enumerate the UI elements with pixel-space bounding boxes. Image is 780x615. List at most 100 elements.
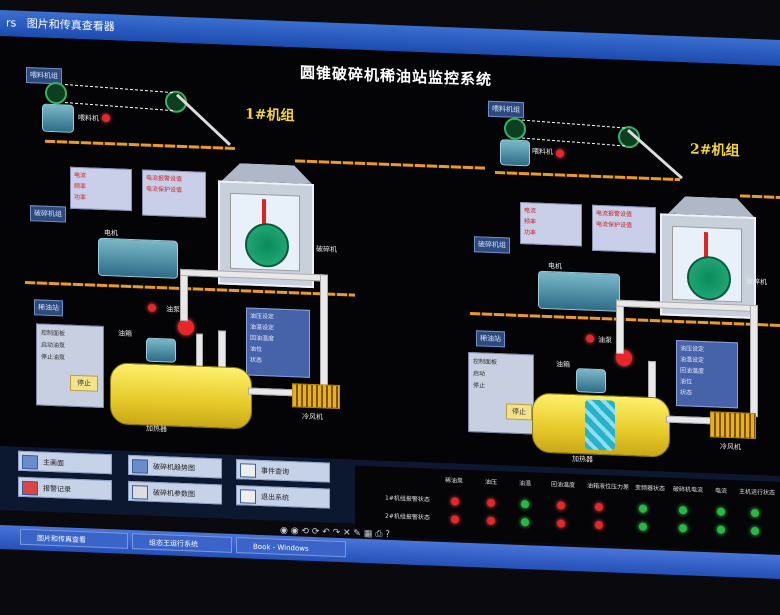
status-indicator	[451, 497, 459, 506]
unit1-motor-label: 电机	[104, 228, 118, 238]
status-indicator	[717, 525, 725, 534]
panel-label: 功率	[74, 193, 87, 202]
crusher-params-label: 破碎机参数图	[153, 488, 195, 499]
chart-icon	[132, 459, 148, 474]
alarm-record-label: 报警记录	[43, 484, 71, 494]
status-indicator	[487, 498, 495, 508]
unit1-heater-label: 加热器	[146, 424, 167, 434]
panel-label: 频率	[74, 182, 87, 191]
unit2-motor-label: 电机	[548, 262, 562, 271]
main-screen-button[interactable]: 主画面	[18, 450, 112, 475]
unit2-feeder-status	[556, 149, 564, 158]
unit1-electric-panel: 电流 频率 功率	[70, 166, 132, 212]
hmi-canvas: 圆锥破碎机稀油站监控系统 1#机组 喂料机组 破碎机组 稀油站 喂料机 电流 频…	[0, 36, 780, 476]
unit1-cooler-icon[interactable]	[292, 383, 340, 410]
panel-label: 油压设定	[250, 312, 275, 321]
unit2-oil-tank-icon[interactable]	[532, 392, 670, 458]
unit2-cooler-icon[interactable]	[710, 411, 756, 440]
unit2-pump-status	[586, 334, 594, 343]
unit1-conveyor-right	[295, 159, 485, 170]
unit2-pump-label: 油泵	[598, 335, 612, 345]
event-query-button[interactable]: 事件查询	[236, 459, 330, 483]
status-header: 稀油泵	[445, 477, 464, 485]
crusher-trend-button[interactable]: 破碎机趋势图	[128, 454, 222, 479]
unit2-heater-coil-icon	[585, 399, 615, 451]
unit2-heater-label: 加热器	[572, 454, 593, 464]
unit2-oil-station-label: 稀油站	[476, 330, 505, 348]
panel-label: 控制面板	[473, 358, 498, 367]
status-indicator	[717, 507, 725, 516]
unit1-stop-button[interactable]: 停止	[70, 374, 98, 392]
unit2-feeder-motor-icon[interactable]	[500, 139, 530, 167]
panel-label: 状态	[250, 356, 263, 365]
status-indicator	[451, 515, 459, 524]
panel-label: 电流	[74, 171, 87, 180]
taskbar-item-book[interactable]: Book - Windows	[236, 537, 346, 558]
unit2-pipe	[666, 415, 714, 425]
unit2-pipe	[750, 304, 758, 418]
main-screen-label: 主画面	[43, 458, 64, 468]
panel-label: 状态	[680, 389, 693, 397]
unit2-motor-icon[interactable]	[538, 270, 620, 312]
unit1-valve-icon[interactable]	[178, 318, 194, 336]
status-header: 回油温度	[551, 481, 576, 490]
unit2-alarm-row-label: 2#机组报警状态	[385, 512, 430, 522]
unit1-pump-motor-icon[interactable]	[146, 337, 176, 363]
panel-label: 频率	[524, 218, 537, 226]
unit1-feeder-status	[102, 113, 110, 123]
panel-label: 停止	[473, 382, 486, 390]
exit-icon	[240, 489, 256, 504]
unit2-oil-panel: 油压设定 油温设定 回油温度 油位 状态	[676, 339, 738, 409]
exit-system-label: 退出系统	[261, 493, 289, 503]
alarm-record-button[interactable]: 报警记录	[18, 476, 112, 501]
unit2-belt-icon	[521, 119, 683, 180]
event-query-label: 事件查询	[261, 467, 289, 477]
unit1-pipe	[320, 274, 328, 387]
params-icon	[132, 485, 148, 500]
status-header: 变频器状态	[635, 484, 666, 493]
panel-label: 停止油泵	[41, 353, 66, 362]
unit1-feeder-motor-icon[interactable]	[42, 103, 74, 133]
unit1-feeder-label: 喂料机	[78, 113, 99, 123]
unit1-title: 1#机组	[245, 106, 295, 125]
status-header: 油箱液位压力差	[587, 482, 630, 492]
window-title: 图片和传真查看器	[26, 17, 115, 34]
title-prefix: rs	[6, 16, 17, 30]
status-header: 油温	[519, 479, 532, 488]
taskbar-item-viewer[interactable]: 图片和传真查看	[20, 528, 128, 549]
unit1-oil-station-label: 稀油站	[34, 299, 63, 317]
unit1-pipe	[180, 272, 188, 322]
status-indicator	[557, 501, 565, 510]
unit1-oil-tank-icon[interactable]	[110, 362, 252, 430]
panel-label: 电流报警设值	[146, 174, 183, 183]
unit2-pump-motor-icon[interactable]	[576, 368, 606, 394]
panel-label: 回油温度	[680, 367, 705, 376]
unit1-pipe	[248, 387, 296, 397]
unit1-oil-panel: 油压设定 油温设定 回油温度 油位 状态	[246, 307, 310, 378]
panel-label: 油温设定	[250, 323, 275, 332]
unit2-fan-label: 冷风机	[720, 442, 741, 452]
status-indicator	[751, 508, 759, 518]
unit2-stop-button[interactable]: 停止	[506, 403, 532, 421]
taskbar-item-runtime[interactable]: 组态王运行系统	[132, 533, 232, 553]
status-indicator	[639, 504, 647, 513]
alarm-status-panel: 稀油泵 油压 油温 回油温度 油箱液位压力差 变频器状态 破碎机电流 电流 主机…	[355, 465, 780, 552]
unit2-feeder-label: 喂料机	[532, 147, 553, 157]
unit1-motor-icon[interactable]	[98, 237, 178, 279]
status-header: 破碎机电流	[673, 485, 704, 495]
status-indicator	[595, 520, 603, 530]
document-icon	[240, 463, 256, 478]
status-indicator	[487, 516, 495, 526]
exit-system-button[interactable]: 退出系统	[236, 485, 330, 509]
monitor-icon	[22, 454, 38, 470]
crusher-params-button[interactable]: 破碎机参数图	[128, 480, 222, 505]
status-indicator	[751, 526, 759, 536]
unit2-control-panel: 控制面板 启动 停止	[468, 351, 534, 435]
unit1-fan-label: 冷风机	[302, 412, 323, 422]
panel-label: 电流保护设值	[596, 220, 633, 230]
page-title: 圆锥破碎机稀油站监控系统	[300, 63, 493, 89]
panel-label: 控制面板	[41, 329, 66, 338]
status-indicator	[639, 522, 647, 531]
panel-label: 电流保护设值	[146, 185, 183, 194]
